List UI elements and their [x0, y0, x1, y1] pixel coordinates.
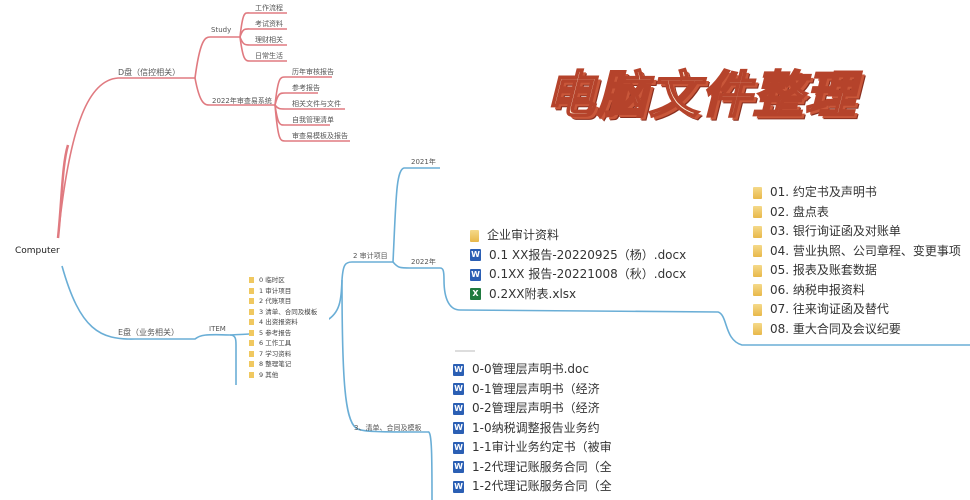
node-audit-child[interactable]: 审查易模板及报告 [292, 132, 348, 140]
node-study-child[interactable]: 工作流程 [255, 4, 283, 12]
node-year-2022[interactable]: 2022年 [411, 258, 436, 266]
node-audit-child[interactable]: 相关文件与文件 [292, 100, 341, 108]
folder-row[interactable]: 05. 报表及账套数据 [753, 261, 961, 281]
folder-icon [249, 287, 254, 294]
node-audit-system-2022[interactable]: 2022年审查易系统 [212, 97, 272, 105]
word-doc-icon: W [453, 383, 464, 395]
folder-row[interactable]: 02. 盘点表 [753, 203, 961, 223]
word-doc-icon: W [453, 441, 464, 454]
folder-row[interactable]: 5 参考报告 [249, 328, 329, 339]
folder-icon [249, 319, 254, 325]
folder-row[interactable]: 08. 重大合同及会议纪要 [753, 320, 961, 340]
folder-icon [753, 303, 762, 316]
node-e-drive[interactable]: E盘（业务相关） [118, 328, 180, 337]
folder-icon [249, 371, 254, 378]
folder-icon [470, 229, 479, 242]
folder-icon [249, 308, 254, 315]
folder-row[interactable]: 03. 银行询证函及对账单 [753, 222, 961, 242]
folder-row[interactable]: 6 工作工具 [249, 338, 329, 349]
folder-row[interactable]: 0 临时区 [249, 275, 329, 286]
word-doc-icon: W [453, 363, 464, 376]
folder-icon [753, 186, 762, 199]
node-study-child[interactable]: 日常生活 [255, 52, 283, 60]
folder-icon [753, 245, 762, 257]
cropped-row-remnant [455, 350, 475, 352]
folder-row[interactable]: 3 清单、合同及模板 [249, 307, 329, 318]
node-study[interactable]: Study [211, 26, 232, 34]
folder-icon [753, 225, 762, 238]
file-row[interactable]: 企业审计资料 [470, 226, 686, 246]
folder-icon [753, 206, 762, 218]
folder-row[interactable]: 07. 往来询证函及替代 [753, 300, 961, 320]
folder-row[interactable]: 2 代账项目 [249, 296, 329, 307]
node-year-2021[interactable]: 2021年 [411, 158, 436, 166]
folder-icon [249, 350, 254, 357]
folder-row[interactable]: 04. 营业执照、公司章程、变更事项 [753, 242, 961, 262]
page-title: 电脑文件整理 [544, 65, 857, 125]
folder-row[interactable]: 1 审计项目 [249, 286, 329, 297]
folder-row[interactable]: 7 学习资料 [249, 349, 329, 360]
word-doc-icon: W [470, 249, 481, 261]
folder-icon [249, 329, 254, 336]
folder-row[interactable]: 06. 纳税申报资料 [753, 281, 961, 301]
folder-icon [753, 284, 762, 296]
folder-row[interactable]: 01. 约定书及声明书 [753, 183, 961, 203]
node-item[interactable]: ITEM [209, 325, 226, 333]
folder-icon [249, 361, 254, 367]
node-audit-projects[interactable]: 2 审计项目 [353, 252, 388, 260]
node-audit-child[interactable]: 自我管理清单 [292, 116, 334, 124]
root-node-computer[interactable]: Computer [15, 246, 60, 256]
node-audit-child[interactable]: 历年审核报告 [292, 68, 334, 76]
word-doc-icon: W [453, 461, 464, 473]
word-doc-icon: W [453, 422, 464, 434]
excel-icon: X [470, 288, 481, 300]
node-contracts-templates[interactable]: 3、清单、合同及模板 [354, 424, 422, 432]
folder-icon [249, 340, 254, 346]
folder-icon [753, 264, 762, 277]
node-d-drive[interactable]: D盘（信控相关） [118, 68, 181, 77]
folder-row[interactable]: 4 出资报资料 [249, 317, 329, 328]
folder-icon [249, 277, 254, 283]
word-doc-icon: W [470, 268, 481, 281]
folder-row[interactable]: 8 整理笔记 [249, 359, 329, 370]
word-doc-icon: W [453, 402, 464, 415]
word-doc-icon: W [453, 480, 464, 493]
audit-subfolder-list: 01. 约定书及声明书 02. 盘点表 03. 银行询证函及对账单 04. 营业… [753, 183, 961, 339]
node-audit-child[interactable]: 参考报告 [292, 84, 320, 92]
node-study-child[interactable]: 理财相关 [255, 36, 283, 44]
folder-icon [249, 298, 254, 304]
node-study-child[interactable]: 考试资料 [255, 20, 283, 28]
folder-row[interactable]: 9 其他 [249, 370, 329, 381]
item-folder-list: 0 临时区 1 审计项目 2 代账项目 3 清单、合同及模板 4 出资报资料 5… [249, 275, 329, 380]
folder-icon [753, 323, 762, 335]
